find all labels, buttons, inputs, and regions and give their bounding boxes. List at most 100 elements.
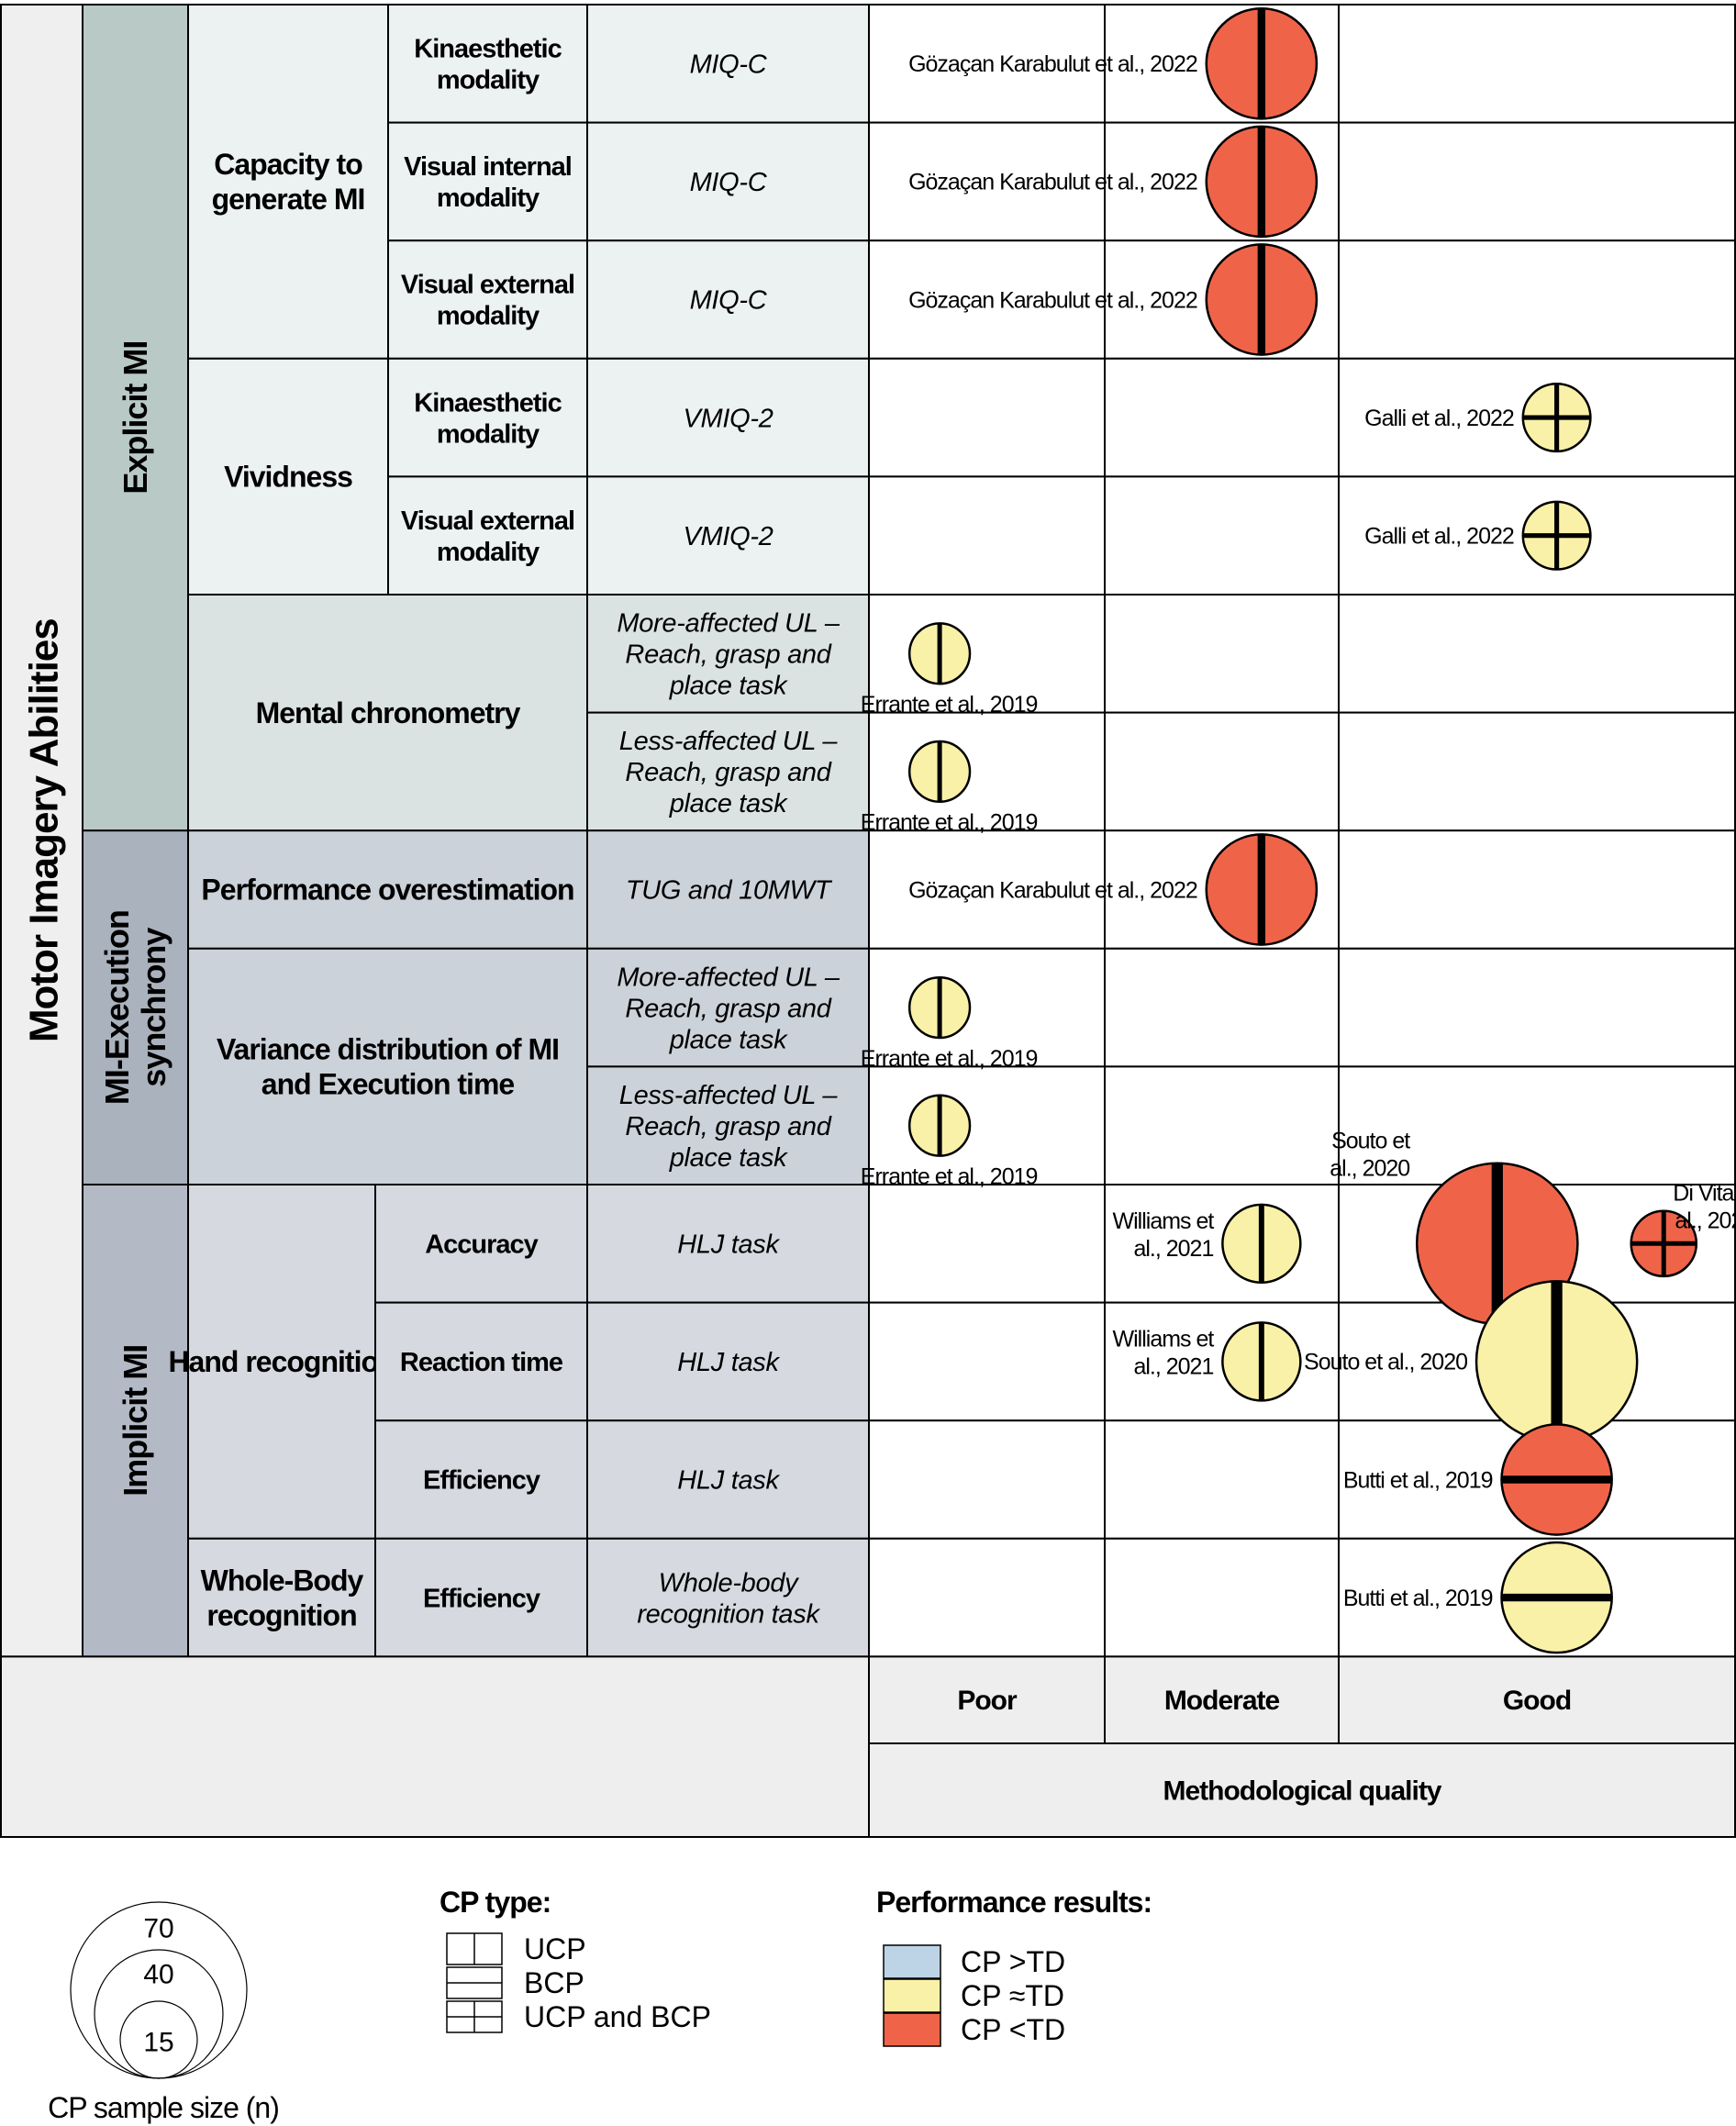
test-cell [586, 1184, 870, 1304]
sub-dimension-label: Accuracy [425, 1230, 538, 1259]
category-label: Implicit MI [117, 1345, 154, 1497]
quality-cell-good [1338, 239, 1736, 360]
study-label: Errante et al., 2019 [861, 1046, 1038, 1072]
study-bubble [1500, 1423, 1613, 1536]
test-cell [586, 829, 870, 950]
ability-cell [187, 947, 588, 1186]
cp-type-swatch [446, 1966, 503, 1999]
study-bubble [1205, 6, 1319, 120]
study-label: Galli et al., 2022 [1364, 406, 1514, 431]
cp-type-swatch [446, 2000, 503, 2033]
test-cell [586, 4, 870, 124]
study-bubble [1205, 125, 1319, 239]
quality-cell-good [1338, 711, 1736, 832]
quality-header-cell [1338, 1655, 1736, 1745]
study-bubble [907, 622, 972, 685]
size-legend-circle [119, 2000, 198, 2079]
quality-cell-poor [868, 711, 1106, 832]
result-swatch [883, 1944, 941, 1979]
study-label: Errante et al., 2019 [861, 1163, 1038, 1189]
test-label: MIQ-C [690, 168, 768, 197]
size-legend-value: 70 [143, 1914, 173, 1944]
result-label: CP <TD [961, 2013, 1065, 2046]
quality-cell-good [1338, 4, 1736, 124]
study-label: Gözaçan Karabulut et al., 2022 [908, 877, 1197, 903]
result-swatch [883, 1978, 941, 2013]
test-cell [586, 121, 870, 242]
study-label: Gözaçan Karabulut et al., 2022 [908, 51, 1197, 77]
quality-column-label: Poor [957, 1686, 1018, 1716]
sub-dimension-label: Reaction time [400, 1348, 563, 1377]
test-cell [586, 475, 870, 596]
study-bubble [1521, 383, 1592, 453]
study-label: Galli et al., 2022 [1364, 523, 1514, 549]
cp-type-label: UCP [524, 1932, 586, 1965]
study-bubble [1205, 833, 1319, 946]
quality-cell-moderate [1104, 1065, 1340, 1186]
test-label: TUG and 10MWT [626, 876, 833, 906]
test-cell [586, 357, 870, 478]
ability-cell [187, 829, 588, 950]
test-cell [586, 239, 870, 360]
size-legend-value: 15 [143, 2028, 173, 2058]
test-label: HLJ task [677, 1230, 780, 1259]
quality-header-cell [1104, 1655, 1340, 1745]
quality-cell-poor [868, 594, 1106, 714]
test-cell [586, 1537, 870, 1658]
category-label: MI-Executionsynchrony [98, 910, 172, 1105]
category-cell [82, 4, 189, 832]
study-bubble [1221, 1203, 1302, 1285]
category-cell [82, 829, 189, 1185]
study-label: Souto et al., 2020 [1304, 1350, 1467, 1375]
title-panel [0, 4, 83, 1658]
quality-cell-poor [868, 1537, 1106, 1658]
test-label: MIQ-C [690, 286, 768, 316]
cp-type-swatch [446, 1932, 503, 1965]
test-label: VMIQ-2 [683, 404, 773, 433]
study-label: Errante et al., 2019 [861, 692, 1038, 718]
study-label: Gözaçan Karabulut et al., 2022 [908, 170, 1197, 195]
ability-label: Hand recognition [168, 1345, 395, 1378]
quality-cell-moderate [1104, 1537, 1340, 1658]
sub-dimension-cell [387, 357, 588, 478]
quality-cell-moderate [1104, 947, 1340, 1068]
quality-cell-good [1338, 594, 1736, 714]
study-bubble [1630, 1209, 1698, 1278]
quality-cell-good [1338, 1065, 1736, 1186]
quality-cell-moderate [1104, 711, 1340, 832]
quality-axis-label: Methodological quality [1163, 1776, 1441, 1807]
category-label: Explicit MI [117, 341, 154, 495]
study-label: Errante et al., 2019 [861, 810, 1038, 836]
study-label: Gözaçan Karabulut et al., 2022 [908, 287, 1197, 313]
ability-cell [187, 4, 389, 360]
result-swatch [883, 2012, 941, 2047]
ability-label: Mental chronometry [256, 696, 521, 729]
size-legend-value: 40 [143, 1960, 173, 1990]
study-label: Butti et al., 2019 [1343, 1467, 1493, 1493]
test-label: HLJ task [677, 1466, 780, 1496]
result-label: CP ≈TD [961, 1979, 1064, 2012]
study-bubble [907, 740, 972, 804]
ability-cell [187, 1184, 376, 1540]
cp-type-label: BCP [524, 1966, 584, 1999]
quality-cell-poor [868, 829, 1106, 950]
study-bubble [1500, 1541, 1613, 1654]
sub-dimension-cell [387, 239, 588, 360]
study-bubble [1474, 1280, 1639, 1443]
test-label: HLJ task [677, 1348, 780, 1377]
study-bubble [1221, 1321, 1302, 1402]
ability-cell [187, 594, 588, 832]
study-bubble [1205, 243, 1319, 356]
test-cell [586, 594, 870, 714]
